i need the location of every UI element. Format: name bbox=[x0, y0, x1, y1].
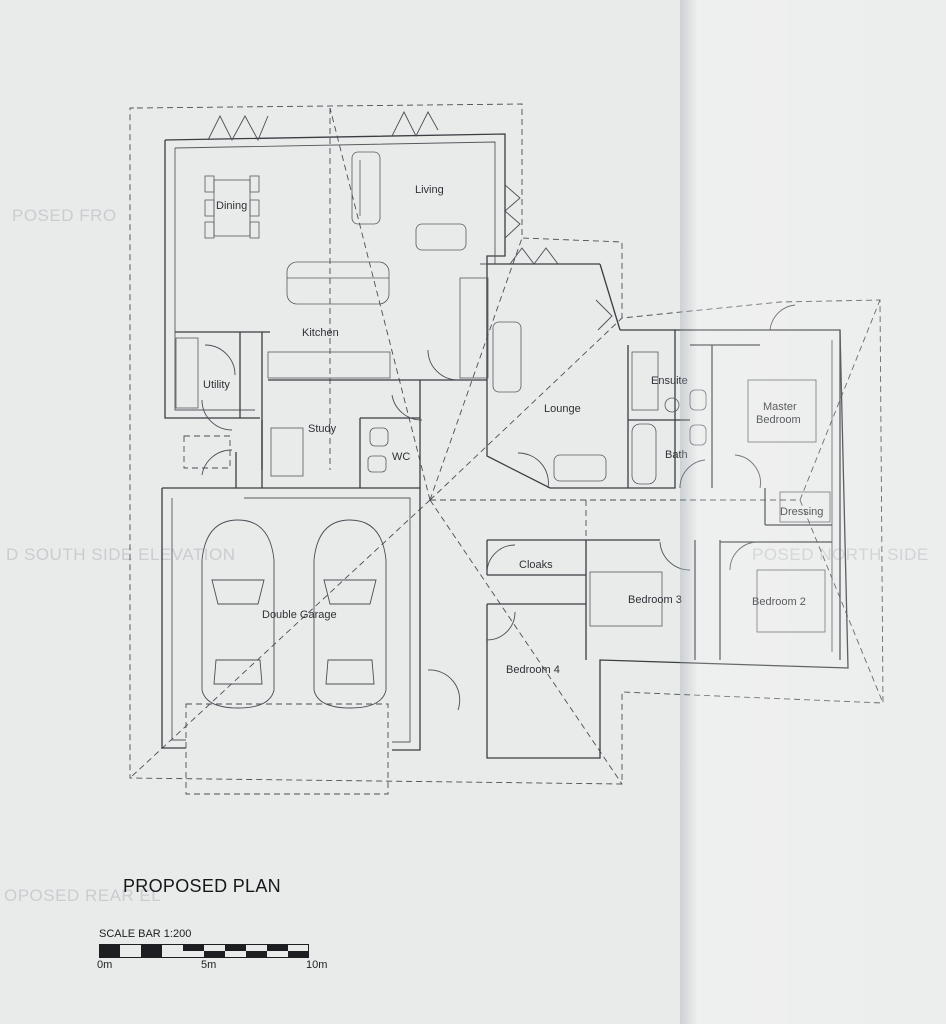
room-label-double-garage: Double Garage bbox=[262, 609, 337, 621]
room-label-lounge: Lounge bbox=[544, 403, 581, 415]
toilet bbox=[689, 424, 707, 446]
dining-chair bbox=[204, 199, 215, 217]
scale-tick-0: 0m bbox=[97, 959, 113, 971]
dining-chair bbox=[249, 221, 260, 239]
utility-unit bbox=[175, 337, 199, 409]
door-swing bbox=[734, 454, 761, 489]
bathtub bbox=[631, 423, 657, 485]
door-swing bbox=[517, 452, 549, 489]
armchair bbox=[415, 223, 467, 251]
room-label-master-bedroom: Master bbox=[763, 401, 797, 413]
room-label-bedroom-3: Bedroom 3 bbox=[628, 594, 682, 606]
dining-chair bbox=[204, 221, 215, 239]
roof-hip-line bbox=[799, 499, 884, 704]
room-label-ensuite: Ensuite bbox=[651, 375, 688, 387]
bifold-door bbox=[595, 299, 613, 331]
door-swing bbox=[486, 611, 516, 641]
sofa bbox=[492, 321, 522, 393]
room-label-bedroom-4: Bedroom 4 bbox=[506, 664, 560, 676]
door-swing bbox=[204, 344, 236, 376]
room-label-master-bedroom: Bedroom bbox=[756, 414, 801, 426]
garage-wall-inner bbox=[244, 497, 411, 743]
garage-wall-inner bbox=[171, 498, 186, 741]
room-label-cloaks: Cloaks bbox=[519, 559, 553, 571]
scale-tick-5: 5m bbox=[201, 959, 217, 971]
outer-wall bbox=[164, 133, 849, 759]
basin bbox=[367, 455, 387, 473]
outer-wall-inner bbox=[174, 148, 255, 411]
room-label-study: Study bbox=[308, 423, 337, 435]
dining-chair bbox=[249, 199, 260, 217]
bin-store-outline bbox=[183, 435, 231, 469]
door-swing bbox=[201, 399, 233, 431]
roof-hip-line bbox=[429, 499, 623, 785]
door-swing bbox=[659, 541, 691, 571]
dining-chair bbox=[249, 175, 260, 193]
shower bbox=[631, 351, 659, 411]
kitchen-counter bbox=[267, 351, 391, 379]
bleed-through-text: OPOSED REAR EL bbox=[4, 886, 162, 905]
bed bbox=[756, 569, 826, 633]
car bbox=[313, 519, 387, 709]
stair-unit bbox=[459, 277, 489, 379]
bleed-through-text: D SOUTH SIDE ELEVATION bbox=[6, 545, 236, 564]
bed bbox=[747, 379, 817, 443]
door-swing bbox=[427, 669, 461, 711]
roof-hip-line bbox=[129, 499, 431, 779]
room-label-dining: Dining bbox=[216, 200, 247, 212]
scale-tick-10: 10m bbox=[306, 959, 328, 971]
door-swing bbox=[391, 394, 423, 421]
garage-wall bbox=[236, 487, 421, 751]
roof-hip-line bbox=[429, 317, 623, 501]
garage-wall bbox=[162, 452, 237, 489]
roof-hip-line bbox=[429, 237, 523, 501]
sofa bbox=[351, 151, 381, 225]
toilet bbox=[689, 389, 707, 411]
basin bbox=[664, 397, 680, 413]
car bbox=[201, 519, 275, 709]
bifold-door bbox=[509, 247, 559, 265]
scale-bar-label: SCALE BAR 1:200 bbox=[99, 928, 192, 940]
plan-title: PROPOSED PLAN bbox=[123, 876, 281, 896]
room-label-kitchen: Kitchen bbox=[302, 327, 339, 339]
door-swing bbox=[486, 544, 516, 574]
bifold-door bbox=[504, 184, 521, 239]
toilet bbox=[369, 427, 389, 447]
room-label-bedroom-2: Bedroom 2 bbox=[752, 596, 806, 608]
armchair bbox=[553, 454, 607, 482]
bifold-door bbox=[207, 114, 269, 142]
room-label-utility: Utility bbox=[203, 379, 230, 391]
door-swing bbox=[769, 304, 796, 331]
garage-driveway-outline bbox=[185, 703, 389, 795]
roof-hip-line bbox=[799, 299, 881, 501]
kitchen-island bbox=[286, 261, 390, 305]
scale-bar bbox=[99, 944, 309, 958]
garage-wall bbox=[161, 488, 186, 749]
bifold-door bbox=[391, 110, 439, 138]
door-swing bbox=[201, 449, 233, 476]
door-swing bbox=[729, 541, 759, 571]
outer-wall bbox=[164, 140, 260, 419]
interior-wall bbox=[599, 263, 621, 331]
room-label-bath: Bath bbox=[665, 449, 688, 461]
bed bbox=[589, 571, 663, 627]
wardrobe bbox=[779, 491, 831, 523]
room-label-dressing: Dressing bbox=[780, 506, 823, 518]
study-desk bbox=[270, 427, 304, 477]
room-label-wc: WC bbox=[392, 451, 410, 463]
door-swing bbox=[427, 349, 459, 381]
dining-chair bbox=[204, 175, 215, 193]
bleed-through-text: POSED FRO bbox=[12, 206, 117, 225]
room-label-living: Living bbox=[415, 184, 444, 196]
door-swing bbox=[679, 459, 706, 489]
